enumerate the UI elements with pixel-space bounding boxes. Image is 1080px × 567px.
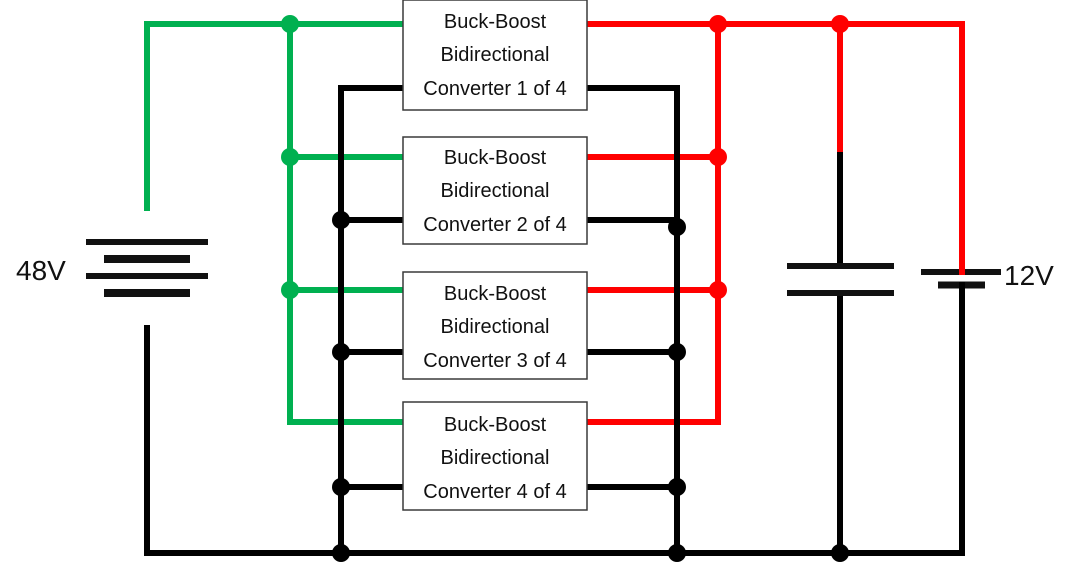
converter-4-box: [402, 401, 588, 511]
converter-1-line2: Bidirectional: [441, 44, 550, 66]
48v-battery-label: 48V: [16, 255, 66, 286]
converter-4-line1: Buck-Boost: [444, 414, 547, 436]
junction-dot-12v-conv2: [709, 148, 727, 166]
converter-1: Buck-Boost Bidirectional Converter 1 of …: [402, 0, 588, 111]
junction-dot-gnd-bottom-left: [332, 544, 350, 562]
junction-dot-gnd-left-conv3: [332, 343, 350, 361]
junction-dot-48v-conv2: [281, 148, 299, 166]
ground-left-rail: [338, 85, 406, 556]
ground-right-rail: [584, 85, 680, 556]
converter-4-line2: Bidirectional: [441, 447, 550, 469]
converter-3-line1: Buck-Boost: [444, 283, 547, 305]
junction-dot-gnd-left-conv2: [332, 211, 350, 229]
converter-3-box: [402, 271, 588, 380]
junction-dot-gnd-right-conv3: [668, 343, 686, 361]
capacitor: [787, 263, 894, 296]
junction-dot-gnd-right-conv2: [668, 218, 686, 236]
48v-battery-positive-wire: [144, 21, 406, 211]
converter-4: Buck-Boost Bidirectional Converter 4 of …: [402, 401, 588, 511]
converter-2-line3: Converter 2 of 4: [423, 214, 566, 236]
converter-1-line3: Converter 1 of 4: [423, 78, 566, 100]
converter-3: Buck-Boost Bidirectional Converter 3 of …: [402, 271, 588, 380]
junction-dot-48v-top: [281, 15, 299, 33]
junction-dots: [281, 15, 849, 562]
48v-battery: 48V: [16, 239, 208, 297]
12v-battery-label: 12V: [1004, 260, 1054, 291]
converter-3-line2: Bidirectional: [441, 316, 550, 338]
12v-top-bus: [584, 21, 965, 243]
junction-dot-48v-conv3: [281, 281, 299, 299]
junction-dot-12v-capacitor: [831, 15, 849, 33]
converter-3-line3: Converter 3 of 4: [423, 350, 566, 372]
junction-dot-gnd-bottom-right: [668, 544, 686, 562]
junction-dot-12v-top-bus: [709, 15, 727, 33]
12v-battery: 12V: [921, 237, 1054, 321]
junction-dot-gnd-right-conv4: [668, 478, 686, 496]
junction-dot-gnd-bottom-capacitor: [831, 544, 849, 562]
ground-bottom-bus: [144, 315, 965, 556]
converter-1-box: [402, 0, 588, 111]
converter-2: Buck-Boost Bidirectional Converter 2 of …: [402, 136, 588, 245]
converter-2-line1: Buck-Boost: [444, 147, 547, 169]
junction-dot-12v-conv3: [709, 281, 727, 299]
converter-2-line2: Bidirectional: [441, 180, 550, 202]
converter-4-line3: Converter 4 of 4: [423, 481, 566, 503]
junction-dot-gnd-left-conv4: [332, 478, 350, 496]
converter-2-box: [402, 136, 588, 245]
converter-1-line1: Buck-Boost: [444, 11, 547, 33]
